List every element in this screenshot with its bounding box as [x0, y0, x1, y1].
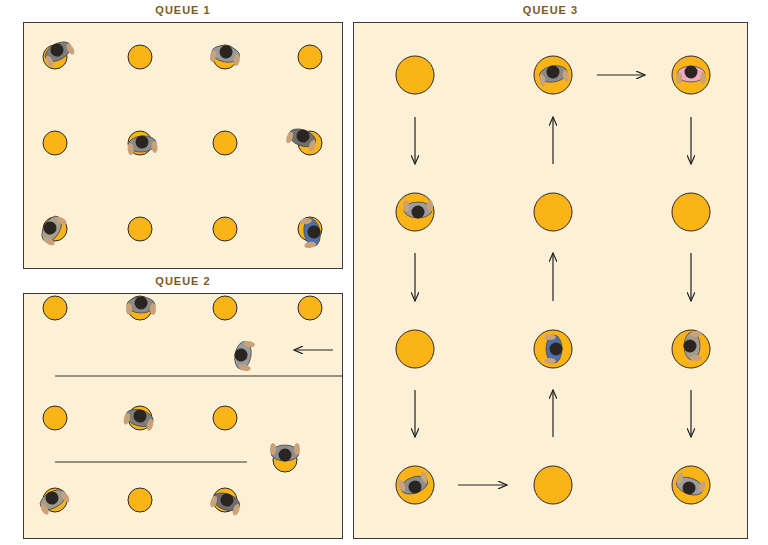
panel-heading: QUEUE 2 — [24, 275, 342, 287]
queue-spot — [43, 296, 67, 320]
person — [209, 489, 244, 517]
queue-spot — [672, 193, 710, 231]
person — [684, 331, 703, 361]
queue-spot — [43, 488, 67, 512]
queue-spot — [43, 406, 67, 430]
flow-arrow — [458, 484, 507, 485]
person — [209, 43, 242, 66]
queue-spot — [213, 296, 237, 320]
flow-arrow — [414, 390, 415, 437]
person — [36, 485, 71, 516]
queue-spot — [534, 56, 572, 94]
panel-heading: QUEUE 3 — [354, 4, 747, 16]
person — [537, 63, 570, 86]
queue-spot — [213, 406, 237, 430]
queue-spot — [672, 56, 710, 94]
person — [673, 472, 708, 500]
queue-spot — [298, 131, 322, 155]
person — [232, 339, 255, 372]
divider-line — [55, 462, 247, 463]
person — [122, 406, 156, 432]
flow-arrow — [552, 253, 553, 301]
queue-spot — [396, 56, 434, 94]
queue-panel: QUEUE 2 — [23, 293, 343, 539]
queue-spot — [534, 330, 572, 368]
people — [36, 37, 707, 517]
queue-spot — [213, 217, 237, 241]
queue-spot — [396, 466, 434, 504]
queue-spot — [43, 131, 67, 155]
queue-dividers — [55, 376, 342, 462]
queue-spot — [128, 131, 152, 155]
person — [41, 37, 76, 68]
queue-panel: QUEUE 1 — [23, 22, 343, 269]
person — [285, 125, 320, 153]
flow-arrow — [414, 117, 415, 164]
queue-spot — [298, 296, 322, 320]
queue-spot — [273, 448, 297, 472]
person — [544, 334, 563, 364]
queue-spot — [672, 466, 710, 504]
queue-spot — [128, 45, 152, 69]
person — [126, 134, 157, 155]
queue-panel: QUEUE 3 — [353, 22, 748, 539]
queue-spot — [128, 406, 152, 430]
person — [676, 66, 706, 85]
queue-spot — [534, 466, 572, 504]
queue-spot — [43, 217, 67, 241]
flow-arrow — [597, 74, 645, 75]
person — [403, 200, 433, 219]
queue-spot — [213, 488, 237, 512]
queue-spot — [213, 131, 237, 155]
queue-spot — [298, 45, 322, 69]
flow-arrow — [294, 349, 333, 350]
flow-arrow — [690, 253, 691, 301]
queue-spot — [128, 217, 152, 241]
queue-spot — [128, 296, 152, 320]
queue-spot — [43, 45, 67, 69]
flow-arrow — [690, 117, 691, 164]
flow-arrows — [294, 75, 691, 485]
person — [126, 297, 156, 316]
person — [270, 443, 300, 462]
person — [300, 216, 323, 249]
flow-arrow — [552, 117, 553, 164]
divider-line — [55, 376, 342, 377]
person — [37, 212, 68, 247]
flow-arrow — [414, 253, 415, 301]
person — [397, 471, 432, 499]
queue-spot — [128, 488, 152, 512]
queue-spot — [534, 193, 572, 231]
panel-heading: QUEUE 1 — [24, 4, 342, 16]
flow-arrow — [552, 390, 553, 437]
queue-spot — [298, 217, 322, 241]
queue-spots — [43, 45, 710, 512]
flow-arrow — [690, 390, 691, 437]
queue-spot — [213, 45, 237, 69]
queue-spot — [396, 330, 434, 368]
queue-spot — [396, 193, 434, 231]
queue-spot — [672, 330, 710, 368]
